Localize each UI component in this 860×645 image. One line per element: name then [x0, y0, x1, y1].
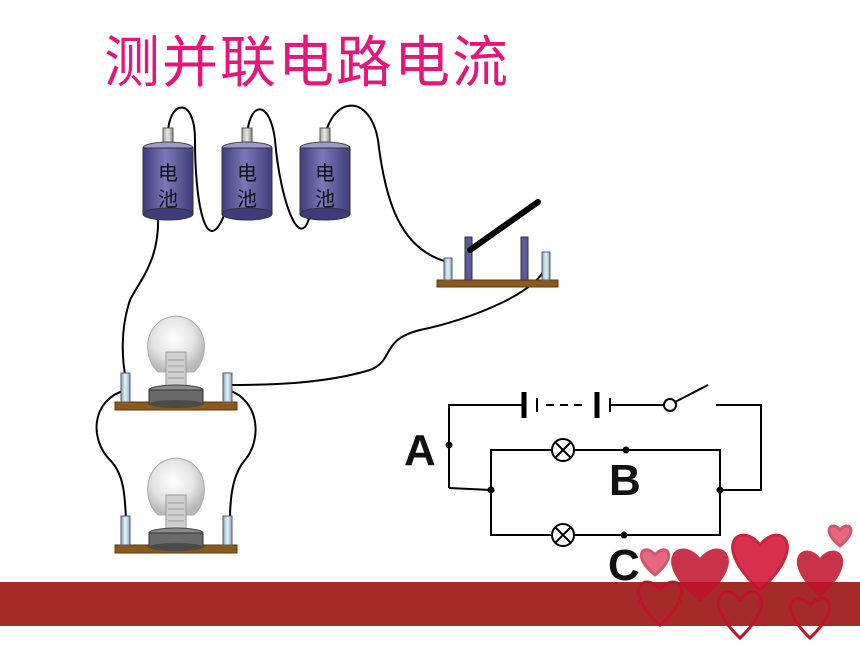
battery-cell: 电 池	[221, 127, 273, 221]
knife-switch	[436, 199, 559, 288]
node-label-c: C	[608, 541, 640, 590]
battery-cell: 电 池	[299, 127, 351, 221]
circuit-schematic	[448, 384, 762, 547]
node-label-a: A	[404, 426, 436, 475]
upper-lamp	[114, 315, 238, 411]
battery-label: 池	[237, 187, 257, 211]
hearts-decoration	[637, 524, 853, 641]
battery-label: 电	[158, 161, 178, 185]
node-label-b: B	[609, 456, 641, 505]
battery-label: 电	[315, 161, 335, 185]
battery-label: 池	[158, 187, 178, 211]
schematic-nodes	[445, 441, 724, 539]
slide-title: 测并联电路电流	[104, 31, 510, 96]
lower-lamp	[114, 457, 238, 554]
footer-band	[0, 582, 860, 626]
battery-cell: 电 池	[142, 127, 194, 221]
battery-label: 池	[315, 187, 335, 211]
battery-label: 电	[237, 161, 257, 185]
battery-pack: 电 池 电 池 电 池	[142, 127, 351, 221]
